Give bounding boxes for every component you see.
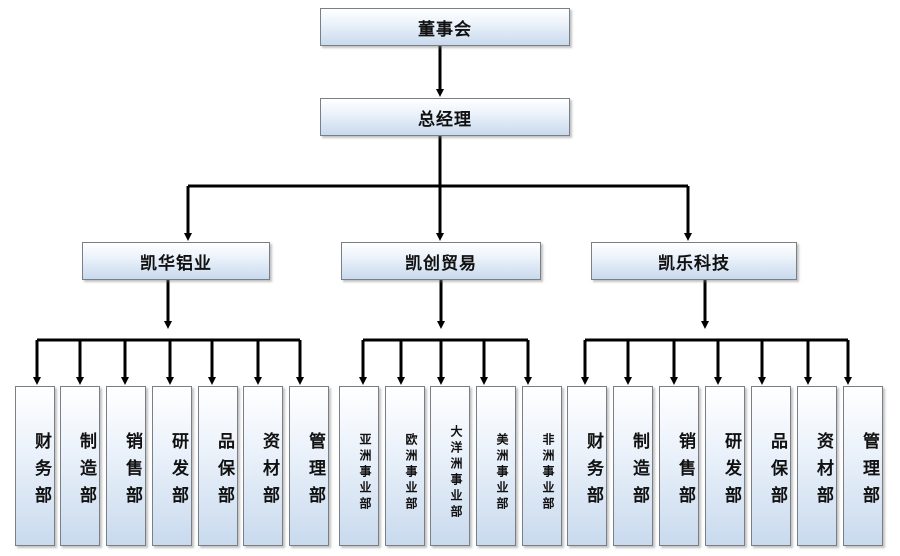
department-box: 制造部 xyxy=(60,386,100,546)
department-label: 品保部 xyxy=(767,431,787,513)
company-box: 凯乐科技 xyxy=(591,242,797,280)
department-box: 财务部 xyxy=(567,386,607,546)
department-label: 管理部 xyxy=(305,431,325,513)
department-label: 美洲事业部 xyxy=(495,433,509,513)
company-label: 凯创贸易 xyxy=(405,253,477,274)
company-label: 凯乐科技 xyxy=(658,253,730,274)
department-box: 品保部 xyxy=(198,386,238,546)
board-label: 董事会 xyxy=(418,19,472,40)
department-label: 资材部 xyxy=(259,431,279,513)
department-label: 制造部 xyxy=(629,431,649,513)
department-label: 销售部 xyxy=(122,431,142,513)
department-label: 研发部 xyxy=(168,431,188,513)
department-box: 管理部 xyxy=(843,386,883,546)
department-label: 大洋洲事业部 xyxy=(449,425,463,521)
department-label: 制造部 xyxy=(76,431,96,513)
manager-label: 总经理 xyxy=(418,109,472,130)
department-box: 研发部 xyxy=(705,386,745,546)
department-box: 欧洲事业部 xyxy=(385,386,425,546)
manager-box: 总经理 xyxy=(320,98,570,136)
board-box: 董事会 xyxy=(320,8,570,46)
department-label: 财务部 xyxy=(31,431,51,513)
department-box: 销售部 xyxy=(659,386,699,546)
department-label: 销售部 xyxy=(675,431,695,513)
department-box: 非洲事业部 xyxy=(522,386,562,546)
department-box: 研发部 xyxy=(152,386,192,546)
department-label: 欧洲事业部 xyxy=(404,433,418,513)
department-label: 管理部 xyxy=(859,431,879,513)
company-box: 凯创贸易 xyxy=(341,242,541,280)
company-label: 凯华铝业 xyxy=(140,253,212,274)
department-box: 亚洲事业部 xyxy=(339,386,379,546)
department-label: 亚洲事业部 xyxy=(358,433,372,513)
department-box: 资材部 xyxy=(797,386,837,546)
department-box: 销售部 xyxy=(106,386,146,546)
department-box: 制造部 xyxy=(613,386,653,546)
department-box: 美洲事业部 xyxy=(476,386,516,546)
department-label: 资材部 xyxy=(813,431,833,513)
department-box: 大洋洲事业部 xyxy=(430,386,470,546)
department-label: 财务部 xyxy=(583,431,603,513)
company-box: 凯华铝业 xyxy=(82,242,270,280)
department-box: 财务部 xyxy=(15,386,55,546)
department-box: 管理部 xyxy=(289,386,329,546)
department-label: 非洲事业部 xyxy=(541,433,555,513)
department-label: 研发部 xyxy=(721,431,741,513)
department-box: 资材部 xyxy=(243,386,283,546)
department-box: 品保部 xyxy=(751,386,791,546)
department-label: 品保部 xyxy=(214,431,234,513)
